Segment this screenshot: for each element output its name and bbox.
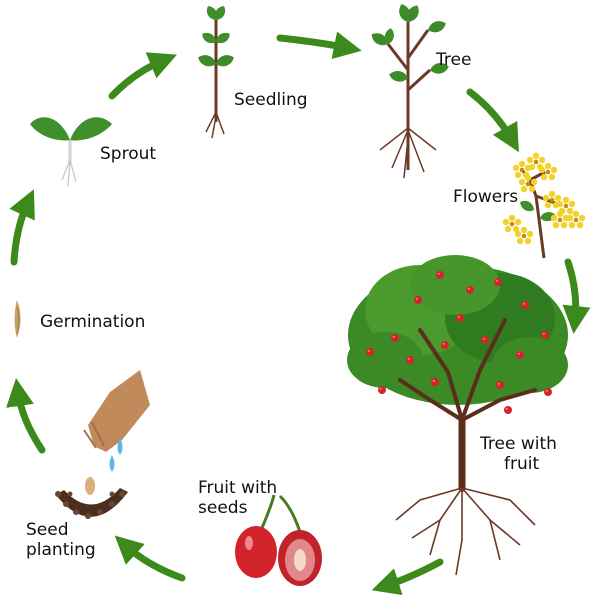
- fruit-with-seeds-illustration: [235, 494, 322, 586]
- arrow-sprout-to-seedling: [108, 52, 177, 100]
- label-germination: Germination: [40, 312, 146, 332]
- arrow-seedling-to-tree: [276, 31, 362, 59]
- label-sprout: Sprout: [100, 144, 157, 164]
- label-tree: Tree: [436, 50, 472, 70]
- label-tree-with-fruit: Tree with fruit: [480, 434, 557, 474]
- label-seed-planting-line2: planting: [26, 540, 96, 560]
- label-tree-with-fruit-line1: Tree with: [480, 434, 557, 454]
- label-fruit-with-seeds-line1: Fruit with: [198, 478, 278, 498]
- seed-planting-illustration: [55, 370, 150, 519]
- fruit-tree-illustration: [347, 255, 568, 576]
- germination-illustration: [14, 300, 21, 338]
- cycle-arrows: [6, 31, 591, 596]
- arrow-germination-to-sprout: [9, 189, 35, 266]
- label-flowers: Flowers: [453, 187, 519, 207]
- tree-illustration: [368, 2, 450, 179]
- label-fruit-with-seeds-line2: seeds: [198, 498, 248, 518]
- label-tree-with-fruit-line2: fruit: [504, 454, 540, 474]
- arrow-flowers-to-fruit-tree: [562, 258, 591, 334]
- label-seed-planting: Seed planting: [26, 520, 96, 560]
- arrow-seed-to-germination: [6, 378, 46, 454]
- label-seed-planting-line1: Seed: [26, 520, 69, 540]
- seedling-illustration: [196, 3, 236, 139]
- label-fruit-with-seeds: Fruit with seeds: [198, 478, 277, 518]
- arrow-fruit-to-seed-planting: [114, 535, 186, 582]
- sprout-illustration: [30, 117, 112, 187]
- flowers-illustration: [502, 152, 586, 259]
- label-seedling: Seedling: [234, 90, 308, 110]
- arrow-tree-to-flowers: [466, 88, 519, 153]
- arrow-fruit-tree-to-fruit: [371, 558, 444, 596]
